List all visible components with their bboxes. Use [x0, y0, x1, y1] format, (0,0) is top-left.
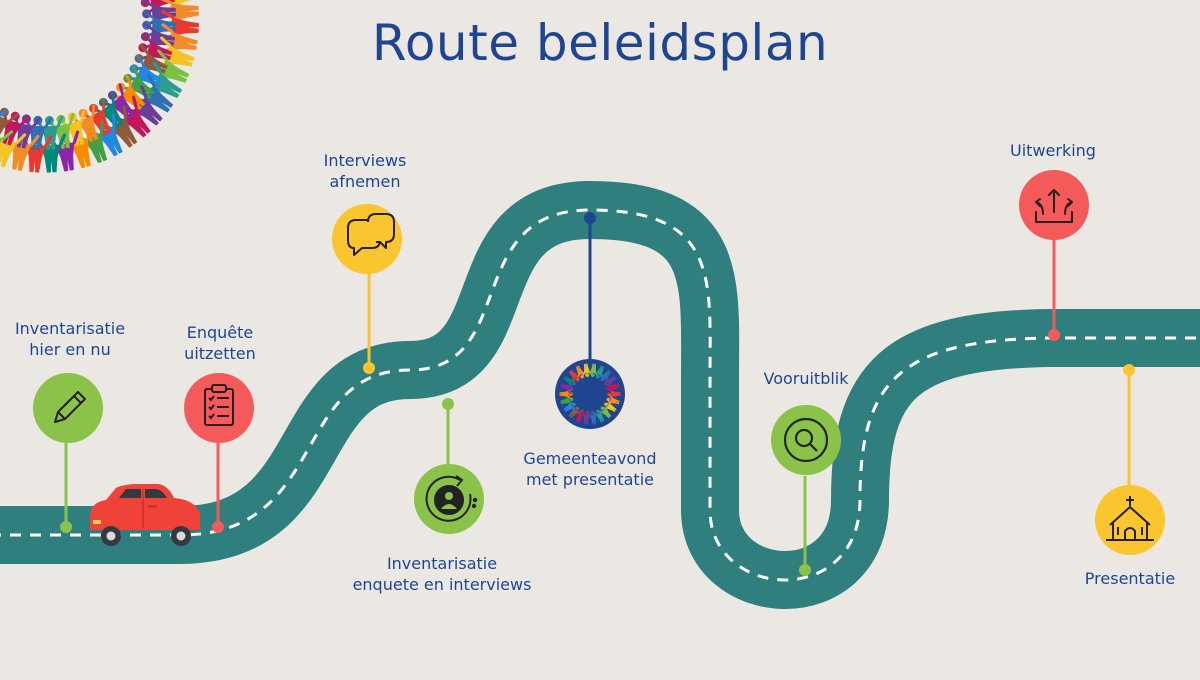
milestone-circle-presentatie — [1095, 485, 1165, 555]
milestone-circle-inventarisatie — [33, 373, 103, 443]
label-inventarisatie-enquete-interviews: Inventarisatie enquete en interviews — [340, 553, 544, 595]
label-gemeenteavond: Gemeenteavond met presentatie — [510, 448, 670, 490]
label-uitwerking: Uitwerking — [1000, 140, 1106, 161]
milestone-circle-vooruitblik — [771, 405, 841, 475]
label-inventarisatie-hier-en-nu: Inventarisatie hier en nu — [10, 318, 130, 360]
label-presentatie: Presentatie — [1076, 568, 1184, 589]
label-interviews-afnemen: Interviews afnemen — [305, 150, 425, 192]
label-enquete-uitzetten: Enquête uitzetten — [170, 322, 270, 364]
label-vooruitblik: Vooruitblik — [756, 368, 856, 389]
page-title: Route beleidsplan — [0, 14, 1200, 72]
